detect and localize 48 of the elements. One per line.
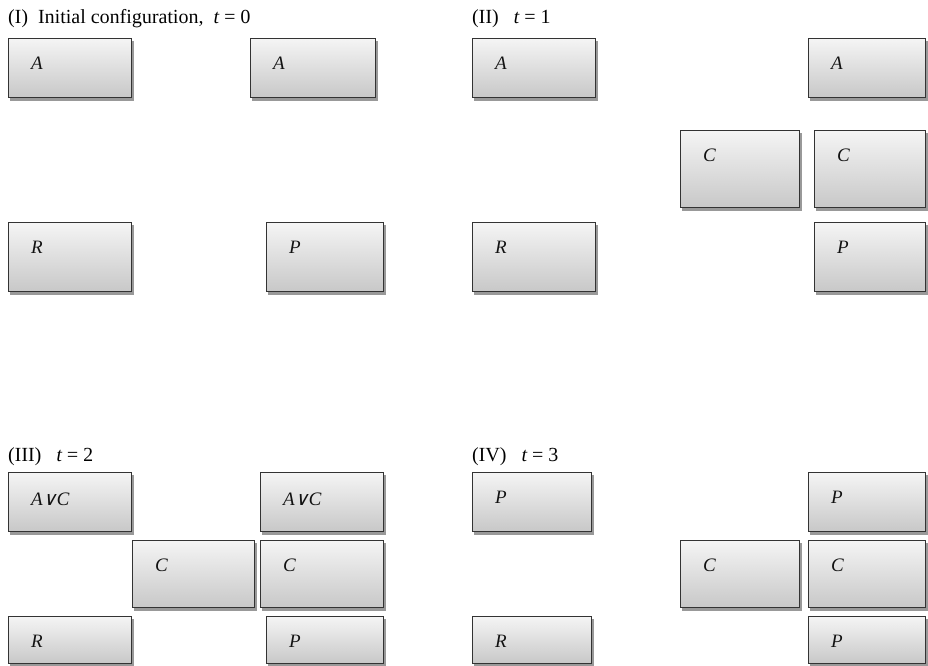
cell-label: R xyxy=(31,237,43,259)
cell-box xyxy=(680,130,800,208)
cell-box xyxy=(8,472,132,532)
cell-box xyxy=(8,222,132,292)
panel-title: (IV) t = 3 xyxy=(472,444,558,467)
panel-title: (III) t = 2 xyxy=(8,444,94,467)
cell-box xyxy=(814,222,926,292)
cell-box xyxy=(472,472,592,532)
cell-box xyxy=(260,472,384,532)
cell-box xyxy=(472,38,596,98)
cell-label: C xyxy=(703,145,716,167)
cell-label: P xyxy=(495,487,507,509)
cell-box xyxy=(808,472,926,532)
cell-box xyxy=(680,540,800,608)
cell-box xyxy=(266,616,384,664)
cell-label: A∨C xyxy=(31,488,70,511)
panel-title: (II) t = 1 xyxy=(472,6,550,29)
cell-box xyxy=(808,38,926,98)
cell-label: A∨C xyxy=(283,488,322,511)
cell-label: A xyxy=(831,53,843,75)
cell-label: A xyxy=(273,53,285,75)
cell-box xyxy=(132,540,255,608)
cell-box xyxy=(8,38,132,98)
cell-label: R xyxy=(495,631,507,653)
cell-label: R xyxy=(495,237,507,259)
cell-label: C xyxy=(155,555,168,577)
cell-label: P xyxy=(831,487,843,509)
cell-box xyxy=(814,130,926,208)
panel-title: (I) Initial configuration, t = 0 xyxy=(8,6,250,29)
cell-box xyxy=(808,616,926,664)
cell-box xyxy=(472,222,596,292)
cell-box xyxy=(8,616,132,664)
cell-box xyxy=(260,540,384,608)
cell-label: A xyxy=(495,53,507,75)
cell-label: A xyxy=(31,53,43,75)
cell-label: C xyxy=(837,145,850,167)
cell-label: R xyxy=(31,631,43,653)
cell-label: P xyxy=(289,237,301,259)
cell-label: P xyxy=(831,631,843,653)
cell-label: P xyxy=(289,631,301,653)
cell-box xyxy=(250,38,376,98)
cell-label: C xyxy=(283,555,296,577)
cell-label: C xyxy=(703,555,716,577)
cell-label: P xyxy=(837,237,849,259)
cell-box xyxy=(266,222,384,292)
cell-box xyxy=(472,616,592,664)
cell-box xyxy=(808,540,926,608)
cell-label: C xyxy=(831,555,844,577)
